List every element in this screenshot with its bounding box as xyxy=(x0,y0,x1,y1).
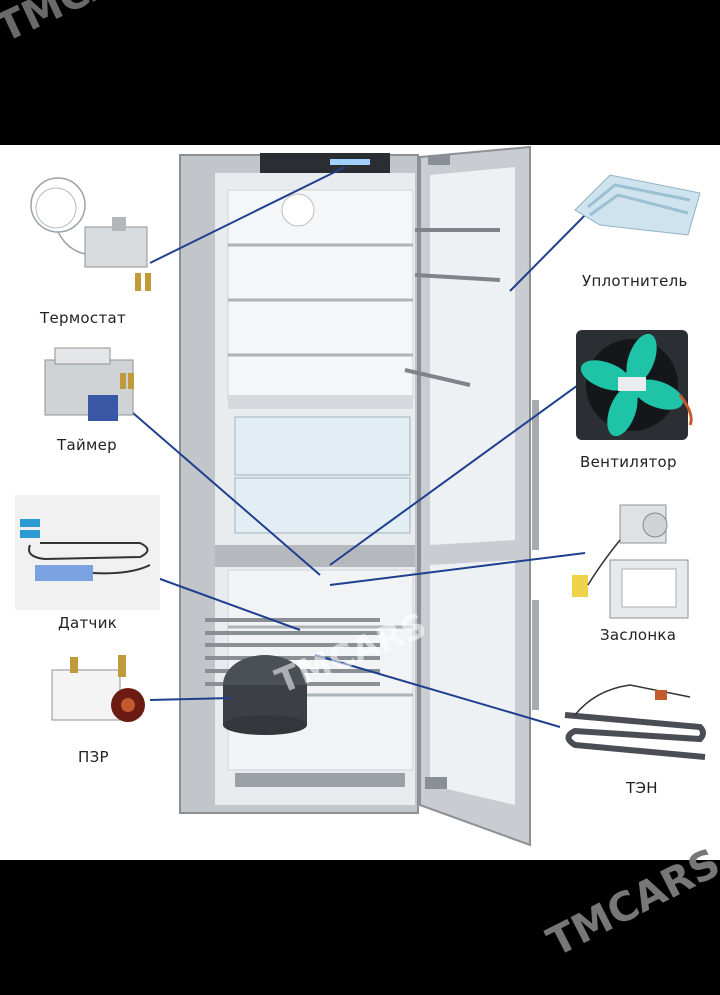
top-black-band xyxy=(0,0,720,145)
relay-icon xyxy=(51,655,145,722)
label-fan: Вентилятор xyxy=(580,453,677,471)
diagram-panel: Термостат Таймер Датчик ПЗР Уплотнитель … xyxy=(0,145,720,860)
heater-icon xyxy=(564,684,706,760)
label-seal: Уплотнитель xyxy=(582,272,688,290)
label-heater: ТЭН xyxy=(626,779,658,797)
seal-icon xyxy=(574,174,701,236)
leader-lines xyxy=(117,166,601,728)
refrigerator-illustration xyxy=(179,145,539,847)
thermostat-icon xyxy=(30,177,151,291)
sensor-icon xyxy=(15,495,160,610)
fridge-parts-diagram xyxy=(15,145,706,847)
label-timer: Таймер xyxy=(57,436,117,454)
fan-icon xyxy=(576,330,693,440)
damper-icon xyxy=(572,504,689,619)
timer-icon xyxy=(44,347,134,421)
label-thermostat: Термостат xyxy=(40,309,127,327)
label-relay: ПЗР xyxy=(78,748,109,766)
bottom-black-band xyxy=(0,860,720,995)
label-damper: Заслонка xyxy=(600,626,677,644)
label-sensor: Датчик xyxy=(58,614,118,632)
